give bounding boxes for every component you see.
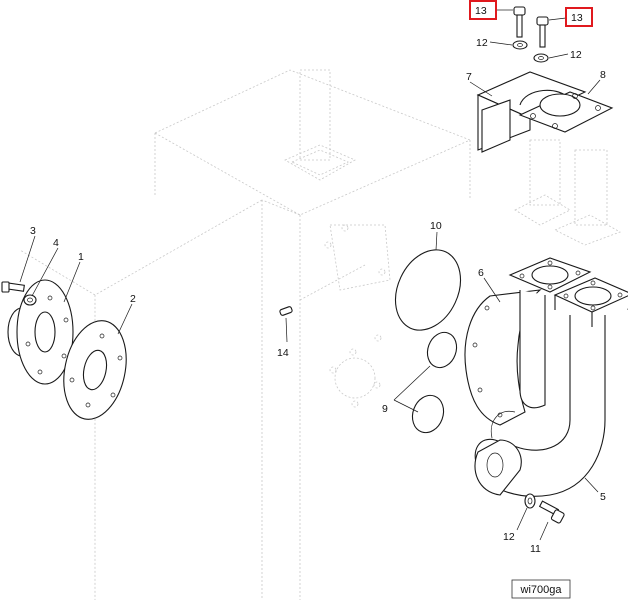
part-12-washer-bottom bbox=[524, 493, 536, 509]
callout-3: 3 bbox=[30, 225, 36, 237]
callout-labels: 3 4 1 2 14 10 6 9 7 8 12 12 5 12 11 13 1… bbox=[30, 0, 606, 555]
callout-10: 10 bbox=[430, 220, 442, 232]
callout-7: 7 bbox=[466, 71, 472, 83]
callout-4: 4 bbox=[53, 237, 59, 249]
part-14-dowel-pin bbox=[279, 306, 293, 316]
part-12-washer-right bbox=[533, 53, 549, 63]
part-1-flange-adapter bbox=[7, 279, 74, 385]
callout-8: 8 bbox=[600, 69, 606, 81]
part-13-bolt-right bbox=[536, 16, 549, 48]
part-3-screw bbox=[1, 281, 25, 293]
callout-9: 9 bbox=[382, 403, 388, 415]
highlight-box-13-right bbox=[565, 7, 593, 27]
reference-code: wi700ga bbox=[520, 584, 563, 596]
callout-2: 2 bbox=[130, 293, 136, 305]
part-12-washer-left bbox=[512, 40, 528, 50]
callout-1: 1 bbox=[78, 251, 84, 263]
part-9-o-rings bbox=[411, 331, 458, 434]
callout-5: 5 bbox=[600, 491, 606, 503]
callout-13-right: 13 bbox=[571, 12, 583, 24]
part-8-flange-plate bbox=[518, 91, 614, 133]
part-4-washer bbox=[23, 294, 37, 306]
part-13-bolt-left bbox=[513, 6, 526, 38]
callout-13-left: 13 bbox=[475, 5, 487, 17]
housing-outline bbox=[19, 69, 621, 600]
part-10-o-ring bbox=[394, 249, 462, 331]
callout-12-top-right: 12 bbox=[570, 49, 582, 61]
part-11-bolt bbox=[538, 500, 565, 524]
part-2-gasket bbox=[63, 320, 127, 420]
part-5-elbow-pipe bbox=[474, 277, 628, 497]
callout-12-bottom: 12 bbox=[503, 531, 515, 543]
highlight-box-13-left bbox=[469, 0, 497, 20]
leader-lines bbox=[19, 9, 601, 541]
reference-code-box: wi700ga bbox=[511, 579, 571, 599]
callout-6: 6 bbox=[478, 267, 484, 279]
callout-14: 14 bbox=[277, 347, 289, 359]
callout-12-top-left: 12 bbox=[476, 37, 488, 49]
callout-11: 11 bbox=[530, 543, 541, 555]
part-6-manifold bbox=[464, 257, 592, 426]
